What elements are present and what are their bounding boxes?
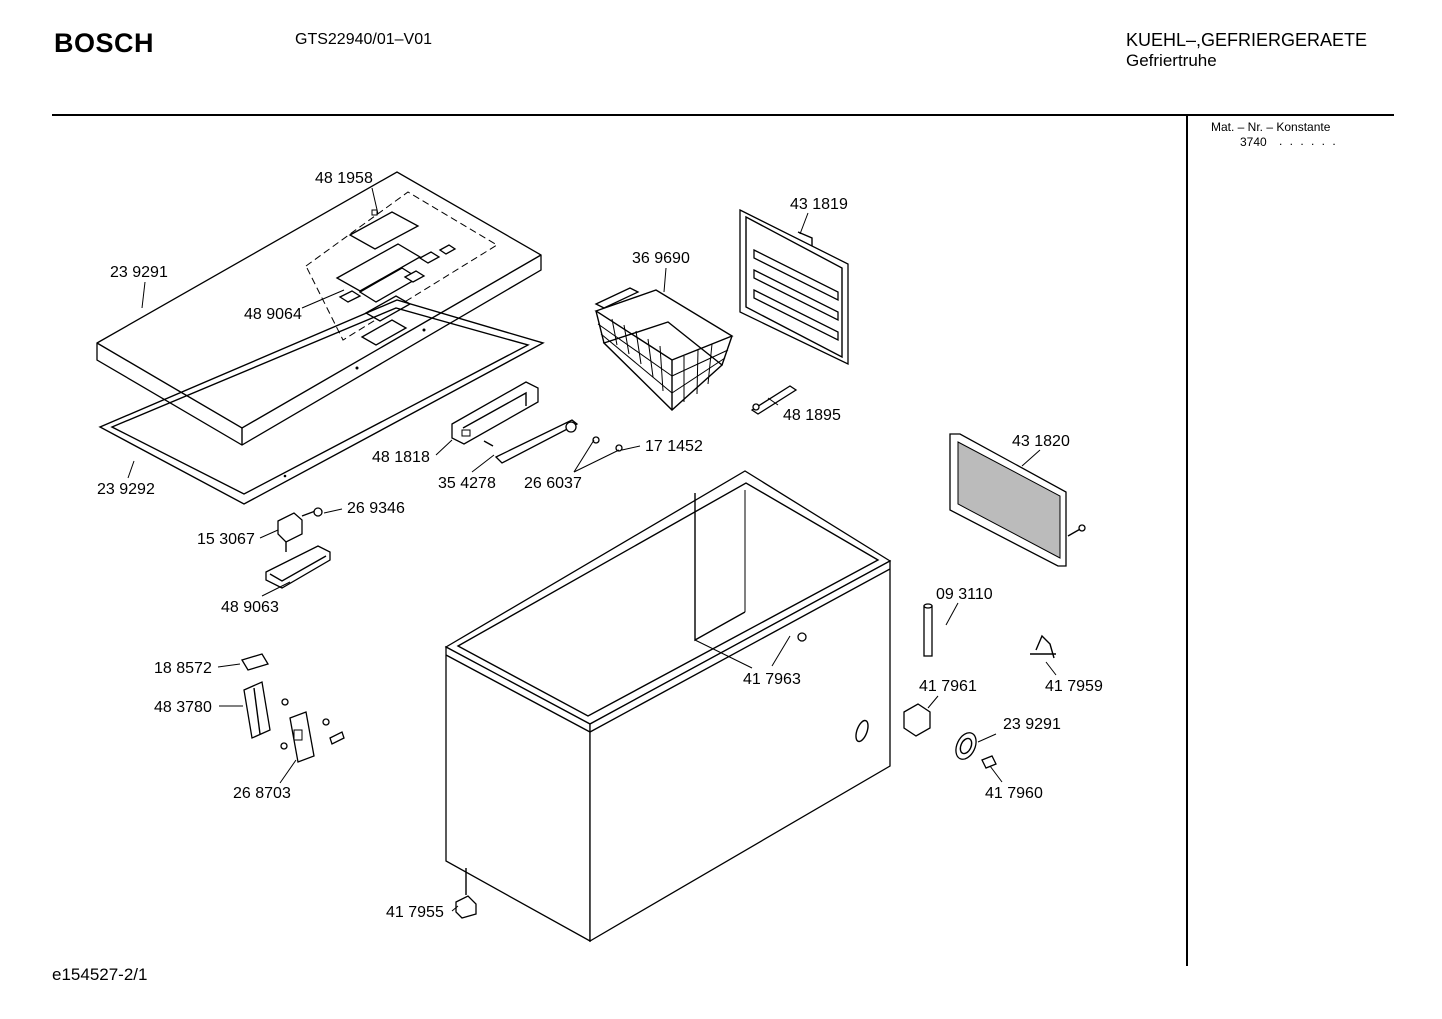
misc-small-parts-drawing xyxy=(455,603,1056,919)
lamp-parts-drawing xyxy=(265,507,331,589)
freezer-cabinet-drawing xyxy=(444,470,892,943)
side-divider xyxy=(1186,116,1188,966)
header-divider xyxy=(52,114,1394,116)
part-label: 43 1820 xyxy=(1012,433,1070,450)
part-label: 48 1895 xyxy=(783,407,841,424)
part-label: 48 9064 xyxy=(244,306,302,323)
part-label: 15 3067 xyxy=(197,531,255,548)
part-label: 48 1958 xyxy=(315,170,373,187)
part-labels: 48 1958 23 9291 48 9064 23 9292 26 9346 … xyxy=(97,170,1103,921)
part-label: 09 3110 xyxy=(936,586,993,603)
part-label: 48 3780 xyxy=(154,699,212,716)
shelf-panel-drawing xyxy=(739,208,849,366)
mat-number-dots: . . . . . . xyxy=(1279,134,1338,148)
document-id: e154527-2/1 xyxy=(52,965,148,984)
category-title: KUEHL–,GEFRIERGERAETE xyxy=(1126,30,1368,50)
basket-drawing xyxy=(594,287,734,411)
part-label: 48 1818 xyxy=(372,449,430,466)
part-label: 41 7960 xyxy=(985,785,1043,802)
lock-parts-drawing xyxy=(241,653,345,763)
part-label: 35 4278 xyxy=(438,475,496,492)
part-label: 48 9063 xyxy=(221,599,279,616)
part-label: 17 1452 xyxy=(645,438,703,455)
hinge-drawing xyxy=(483,419,623,464)
part-label: 36 9690 xyxy=(632,250,690,267)
part-label: 41 7959 xyxy=(1045,678,1103,695)
part-label: 26 9346 xyxy=(347,500,405,517)
grille-drawing xyxy=(949,433,1086,567)
category-subtitle: Gefriertruhe xyxy=(1126,51,1217,70)
part-label: 41 7963 xyxy=(743,671,801,688)
handle-drawing xyxy=(451,381,539,445)
part-label: 41 7961 xyxy=(919,678,977,695)
mat-number-label: Mat. – Nr. – Konstante xyxy=(1211,120,1331,134)
part-label: 23 9291 xyxy=(110,264,168,281)
part-label: 23 9291 xyxy=(1003,716,1061,733)
part-label: 26 6037 xyxy=(524,475,582,492)
lid-drawing xyxy=(96,171,542,446)
part-label: 18 8572 xyxy=(154,660,212,677)
part-label: 23 9292 xyxy=(97,481,155,498)
part-label: 41 7955 xyxy=(386,904,444,921)
model-number: GTS22940/01–V01 xyxy=(295,31,432,48)
leader-lines xyxy=(127,187,1057,912)
mat-number-code: 3740 xyxy=(1240,135,1267,149)
part-label: 26 8703 xyxy=(233,785,291,802)
brand-logo: BOSCH xyxy=(54,28,155,58)
gasket-drawing xyxy=(98,299,545,505)
control-panel-drawing xyxy=(305,191,498,346)
bracket-drawing xyxy=(750,385,798,415)
part-label: 43 1819 xyxy=(790,196,848,213)
